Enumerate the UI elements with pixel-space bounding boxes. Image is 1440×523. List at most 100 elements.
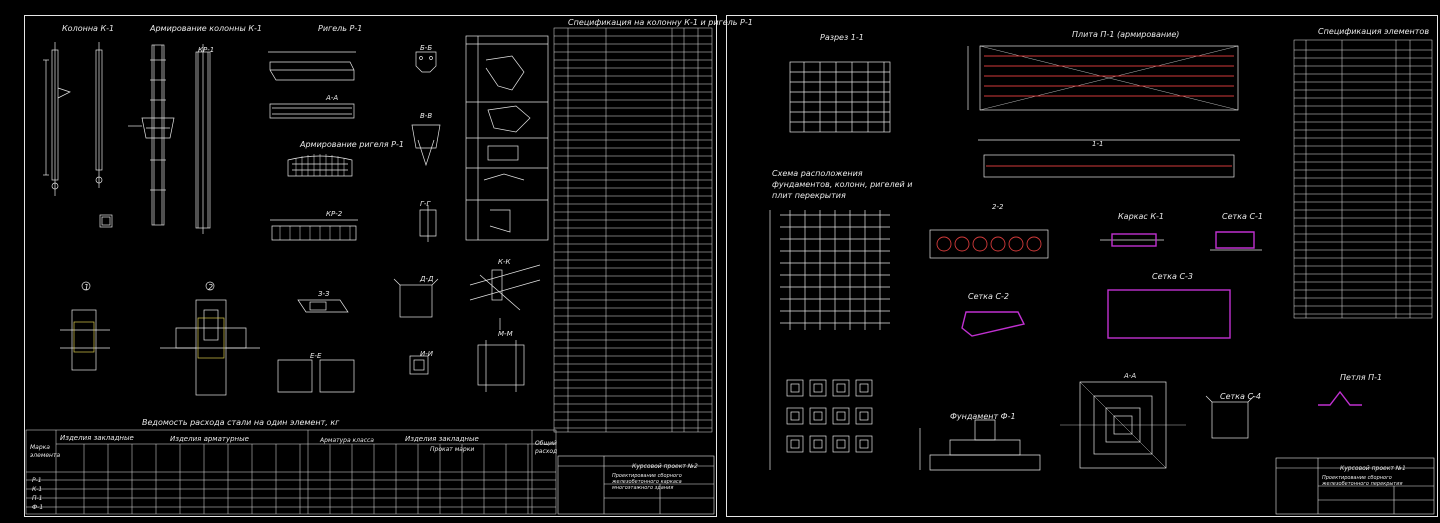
label-zz: З-З bbox=[318, 290, 330, 298]
foundation-plan-inner bbox=[813, 383, 823, 393]
title-beam: Ригель Р-1 bbox=[318, 24, 363, 33]
foundation-plan-inner bbox=[813, 439, 823, 449]
spec-table-sheet2 bbox=[1293, 39, 1433, 319]
foundation-aa-plan bbox=[1060, 381, 1186, 469]
spec-table-sheet1 bbox=[553, 27, 713, 433]
embedded-parts bbox=[277, 264, 541, 393]
foundation-plan-inner bbox=[859, 439, 869, 449]
steel-table-group3: Изделия закладные bbox=[405, 435, 479, 443]
mesh-c1-rebar bbox=[1215, 231, 1255, 249]
foundation-plan-inner bbox=[836, 383, 846, 393]
foundation-plan-inner bbox=[790, 411, 800, 421]
label-gg: Г-Г bbox=[420, 200, 431, 208]
steel-row-p1: П-1 bbox=[32, 495, 43, 502]
foundation-plan-inner bbox=[836, 411, 846, 421]
rebar-shapes-table bbox=[465, 35, 549, 241]
foundation-plan-outer bbox=[809, 379, 827, 397]
title-spec-sheet1: Спецификация на колонну К-1 и ригель Р-1 bbox=[568, 18, 753, 27]
column-rebar-k1 bbox=[128, 44, 211, 234]
steel-table-group3-sub: Прокат марки bbox=[430, 446, 475, 453]
drawing-sheet-1 bbox=[24, 15, 717, 517]
title-foundation-f1: Фундамент Ф-1 bbox=[950, 412, 1016, 421]
title-block-desc-1: Проектирование сборного железобетонного … bbox=[612, 473, 682, 491]
title-block-desc-2: Проектирование сборного железобетонного … bbox=[1322, 475, 1403, 487]
foundation-plan-outer bbox=[832, 407, 850, 425]
hollow-core bbox=[1008, 236, 1024, 252]
title-mesh-c3: Сетка С-3 bbox=[1152, 272, 1194, 281]
title-block-sheet2 bbox=[1275, 457, 1435, 515]
hollow-core bbox=[954, 236, 970, 252]
mesh-c2-rebar bbox=[961, 311, 1026, 337]
foundation-plan-outer bbox=[832, 435, 850, 453]
foundation-f1 bbox=[919, 419, 1041, 471]
hollow-core bbox=[1026, 236, 1042, 252]
label-mm: М-М bbox=[498, 330, 513, 338]
hollow-core bbox=[936, 236, 952, 252]
steel-table-row-header: Марка элемента bbox=[30, 444, 61, 459]
title-slab: Плита П-1 (армирование) bbox=[1072, 30, 1180, 39]
title-mesh-c1: Сетка С-1 bbox=[1222, 212, 1264, 221]
label-kk: К-К bbox=[498, 258, 511, 266]
title-spec-sheet2: Спецификация элементов bbox=[1318, 27, 1430, 36]
label-section-11-slab: 1-1 bbox=[1092, 140, 1104, 148]
foundation-plan-outer bbox=[809, 435, 827, 453]
section-22-slab bbox=[929, 229, 1049, 259]
foundation-plan-inner bbox=[859, 411, 869, 421]
steel-table-group2: Арматура класса bbox=[320, 437, 374, 444]
steel-row-r1: Р-1 bbox=[32, 477, 42, 484]
title-block-course-2: Курсовой проект №1 bbox=[1340, 465, 1406, 472]
title-section-11: Разрез 1-1 bbox=[820, 33, 864, 42]
foundation-plan-outer bbox=[786, 379, 804, 397]
label-node2: 2 bbox=[208, 283, 214, 292]
steel-table-group1: Изделия закладные bbox=[60, 434, 134, 442]
label-vv: В-В bbox=[420, 112, 433, 120]
title-mesh-c2: Сетка С-2 bbox=[968, 292, 1010, 301]
mesh-c3-rebar bbox=[1107, 289, 1231, 339]
hollow-core bbox=[972, 236, 988, 252]
steel-table-group1-sub: Изделия арматурные bbox=[170, 435, 249, 443]
loop-p1-rebar bbox=[1318, 390, 1362, 406]
title-block-sheet1 bbox=[557, 455, 715, 515]
title-block-course-1: Курсовой проект №2 bbox=[632, 463, 698, 470]
foundation-plan-outer bbox=[786, 435, 804, 453]
node-details bbox=[60, 281, 260, 396]
foundation-plan-outer bbox=[786, 407, 804, 425]
title-column-rebar: Армирование колонны К-1 bbox=[150, 24, 262, 33]
beam-r1-stirrups bbox=[279, 154, 351, 240]
label-dd: Д-Д bbox=[420, 275, 434, 283]
title-mesh-c4: Сетка С-4 bbox=[1220, 392, 1262, 401]
frame-k1-rebar bbox=[1111, 233, 1157, 247]
foundation-plan-outer bbox=[855, 435, 873, 453]
foundation-plan-outer bbox=[809, 407, 827, 425]
steel-consumption-table bbox=[25, 429, 557, 515]
title-beam-rebar: Армирование ригеля Р-1 bbox=[300, 140, 404, 149]
foundation-plan-outer bbox=[832, 379, 850, 397]
slab-p1-plan bbox=[967, 45, 1240, 178]
label-section-22: 2-2 bbox=[992, 203, 1004, 211]
label-node1: 1 bbox=[84, 283, 90, 292]
title-layout-scheme: Схема расположения фундаментов, колонн, … bbox=[772, 169, 913, 200]
layout-scheme-plan bbox=[769, 210, 890, 470]
slab-rebar-red bbox=[984, 55, 1234, 167]
foundation-plan-inner bbox=[836, 439, 846, 449]
label-aa: А-А bbox=[326, 94, 339, 102]
foundation-plan-outer bbox=[855, 379, 873, 397]
title-frame-k1: Каркас К-1 bbox=[1118, 212, 1164, 221]
foundation-plan-inner bbox=[790, 439, 800, 449]
steel-row-k1: К-1 bbox=[32, 486, 43, 493]
drawing-sheet-2 bbox=[726, 15, 1438, 517]
hollow-core bbox=[990, 236, 1006, 252]
beam-r1 bbox=[268, 51, 358, 241]
slab-hollow-cores bbox=[936, 236, 1042, 252]
section-11-frame bbox=[789, 61, 891, 133]
mesh-c4 bbox=[1205, 395, 1255, 439]
foundation-plan-inner bbox=[859, 383, 869, 393]
label-kr1: КР-1 bbox=[198, 46, 215, 54]
foundation-plan-outer bbox=[855, 407, 873, 425]
label-bb: Б-Б bbox=[420, 44, 433, 52]
steel-table-total: Общий расход bbox=[535, 440, 558, 455]
foundation-plan-inner bbox=[790, 383, 800, 393]
label-ee: Е-Е bbox=[310, 352, 322, 360]
foundation-plan-inner bbox=[813, 411, 823, 421]
